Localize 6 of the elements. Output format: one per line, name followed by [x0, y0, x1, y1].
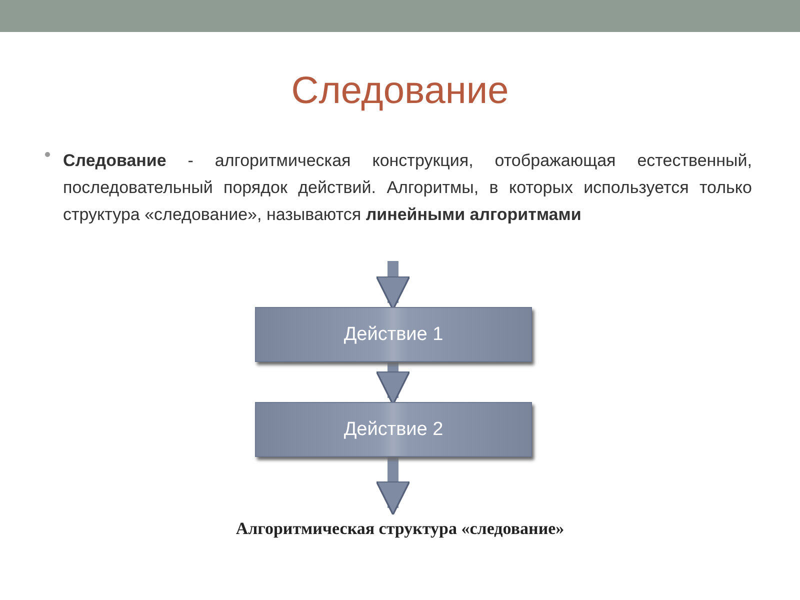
arrow [376, 457, 410, 516]
definition-paragraph: Следование - алгоритмическая конструкция, отображающая естественный, последовательный порядок действий. Алгоритмы, в которых используется только структура «следование», называются линейными алгоритмами [63, 150, 752, 226]
slide-title: Следование [290, 70, 510, 113]
process-box: Действие 1 [255, 307, 532, 362]
process-box: Действие 2 [255, 402, 532, 457]
caption: Алгоритмическая структура «следование» [234, 519, 566, 539]
